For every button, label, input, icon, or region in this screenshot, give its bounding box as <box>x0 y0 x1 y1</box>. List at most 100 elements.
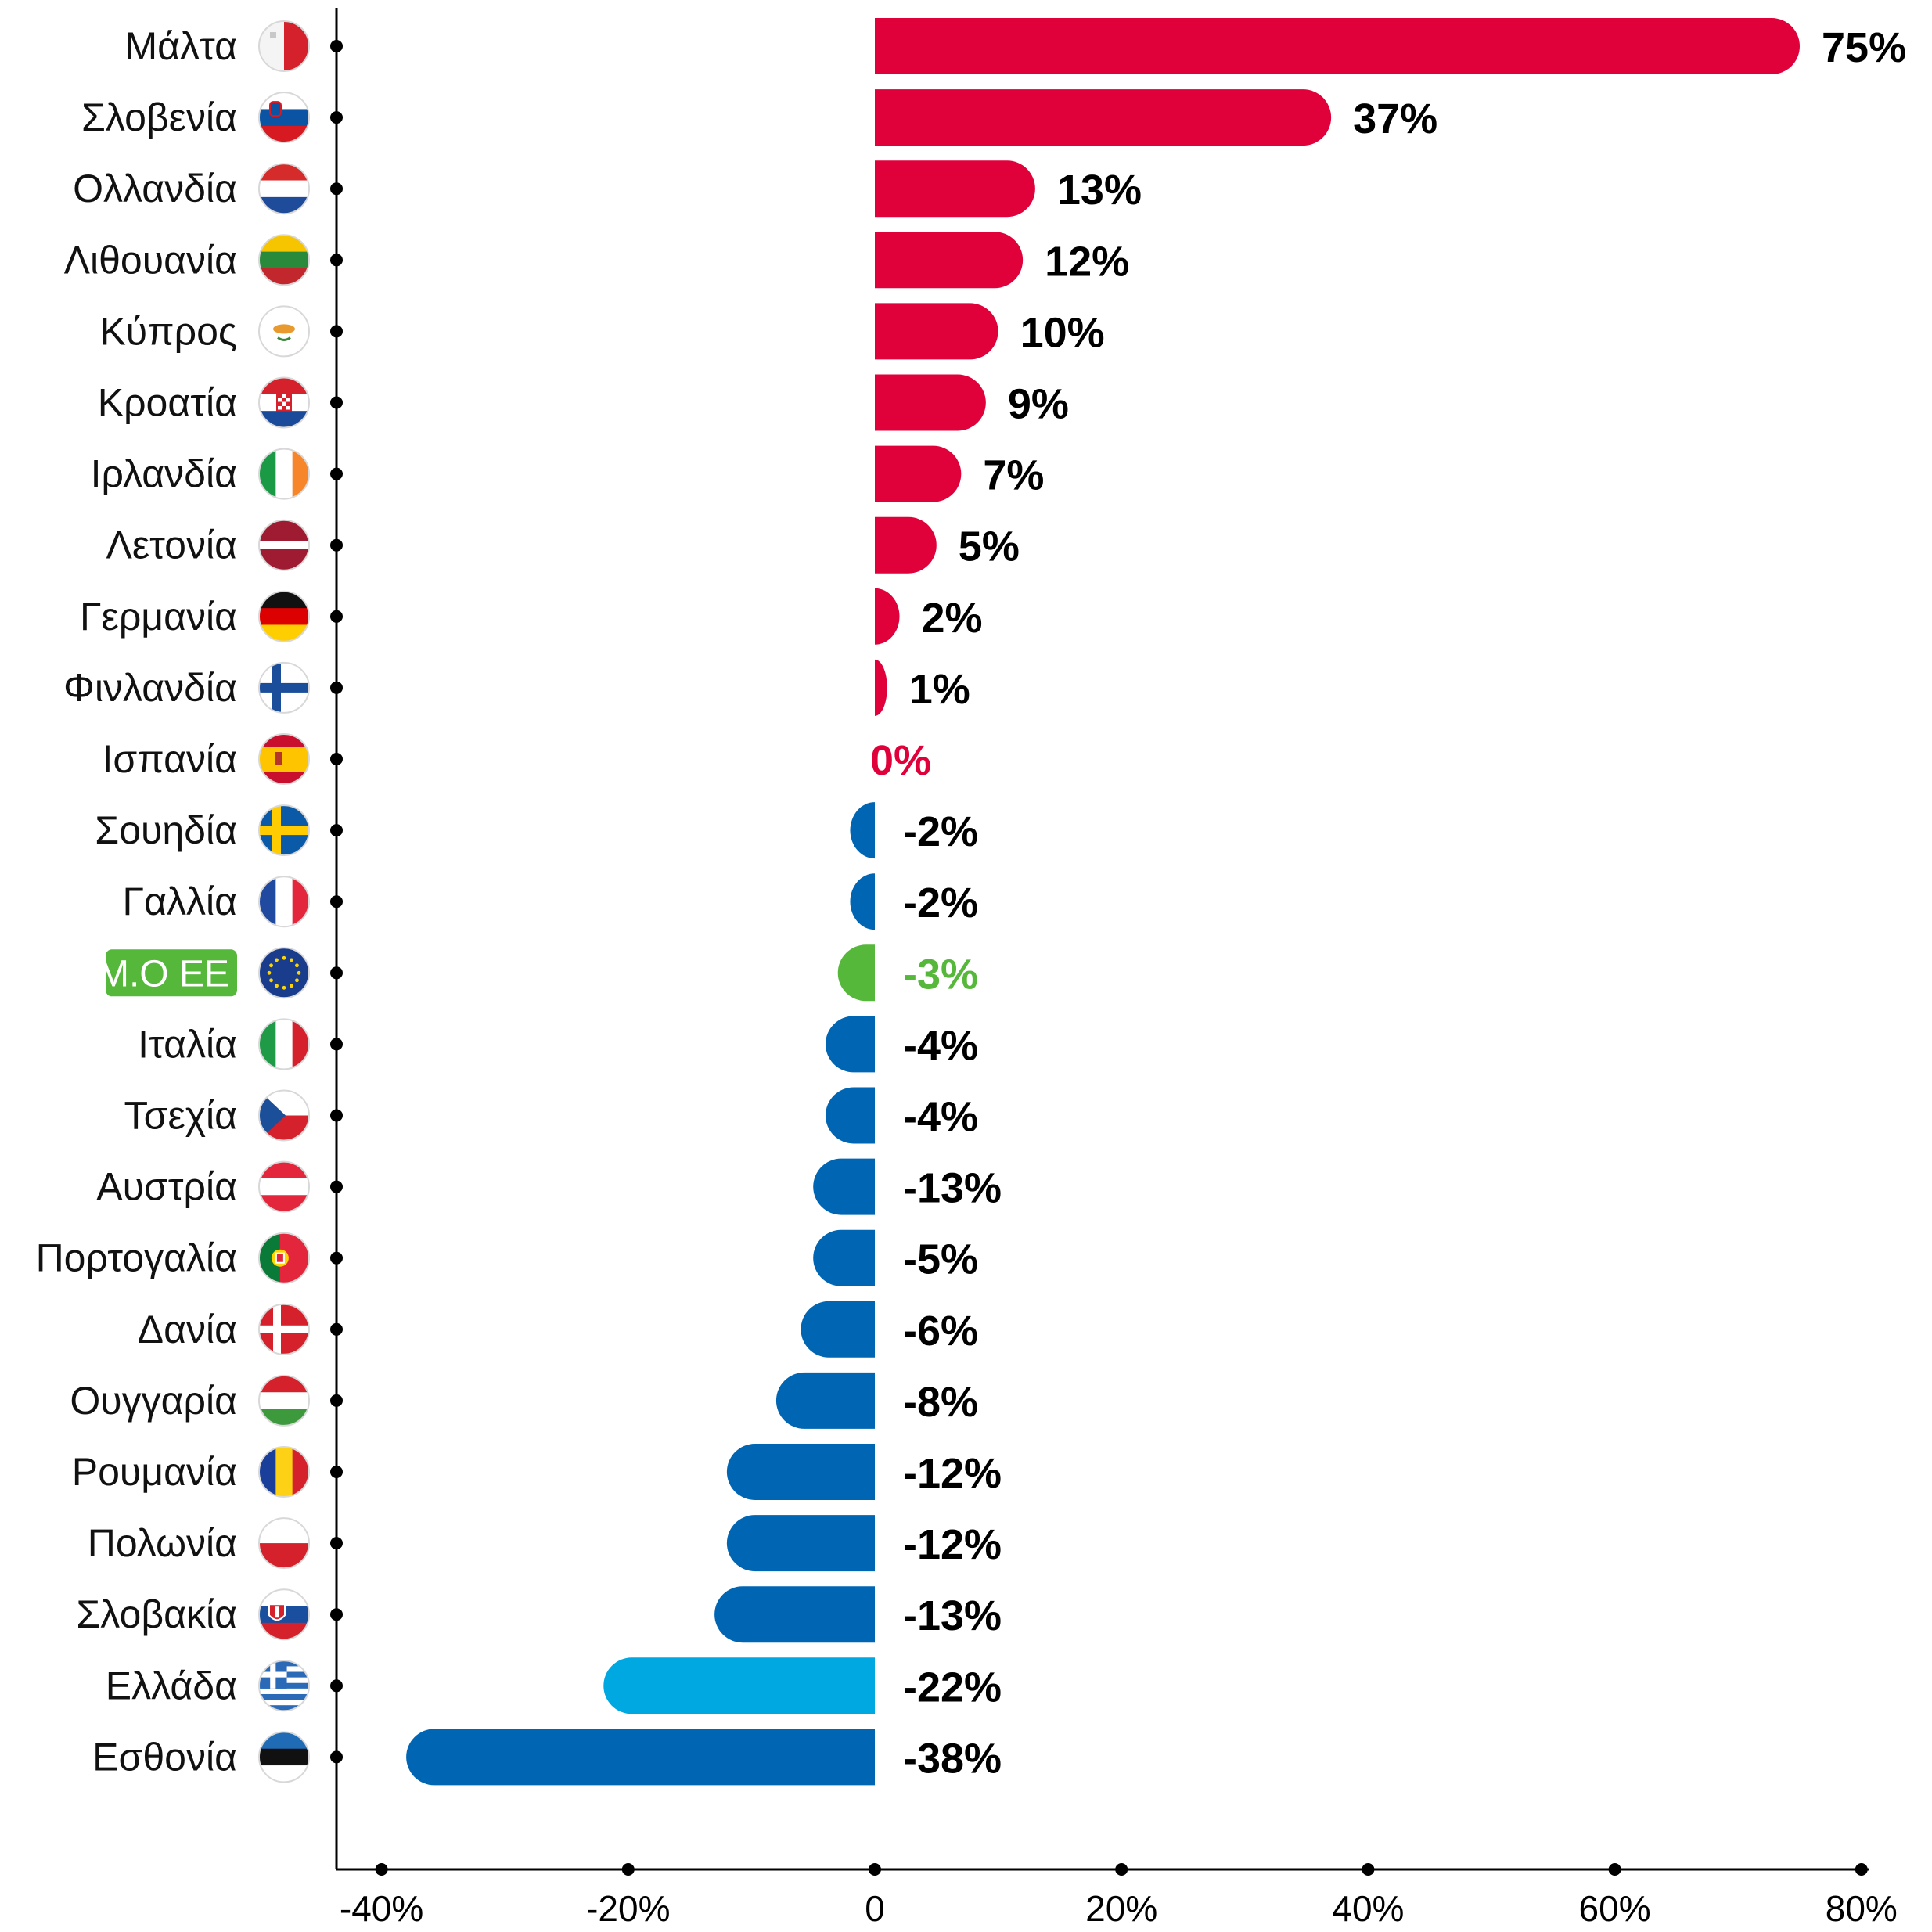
x-tick-dot <box>1115 1863 1128 1876</box>
category-label: Πορτογαλία <box>36 1236 237 1280</box>
flag-stripe <box>259 235 309 253</box>
x-tick-dot <box>621 1863 635 1876</box>
bar <box>603 1657 875 1714</box>
flag-outline <box>258 376 310 429</box>
flag-outline <box>258 448 310 500</box>
latvia-flag-icon <box>259 520 309 570</box>
bar <box>726 1444 875 1500</box>
flag-stripe <box>259 180 309 198</box>
category-label: Ισπανία <box>103 737 237 781</box>
value-label: -2% <box>903 808 978 855</box>
flag-outline <box>258 519 310 571</box>
category-label: Εσθονία <box>92 1735 237 1779</box>
flag-detail <box>282 985 286 990</box>
category-label: Ολλανδία <box>73 167 237 210</box>
y-tick-dot <box>330 254 343 267</box>
flag-detail <box>273 324 295 334</box>
bar <box>875 445 962 502</box>
y-tick-dot <box>330 1608 343 1621</box>
x-tick-dot <box>1608 1863 1621 1876</box>
y-tick-dot <box>330 1109 343 1122</box>
flag-stripe <box>259 1688 309 1695</box>
flag-stripe <box>273 1304 281 1355</box>
flag-outline <box>258 1517 310 1570</box>
bar <box>875 160 1035 218</box>
bar <box>837 944 875 1002</box>
flag-stripe <box>259 1732 309 1750</box>
flag-detail <box>286 393 291 398</box>
category-label: Μ.Ο ΕΕ <box>98 953 229 995</box>
bar <box>850 873 875 930</box>
y-tick-dot <box>330 1251 343 1265</box>
flag-stripe <box>259 1392 309 1410</box>
flag-outline <box>258 876 310 928</box>
value-label: 12% <box>1045 238 1129 285</box>
y-tick-dot <box>330 681 343 694</box>
value-label: 75% <box>1822 24 1906 71</box>
value-label: -12% <box>903 1450 1002 1497</box>
flag-outline <box>258 1089 310 1142</box>
flag-stripe <box>272 662 281 713</box>
bar <box>875 516 937 574</box>
flag-detail <box>275 1606 279 1618</box>
flag-outline <box>258 661 310 714</box>
flag-detail <box>270 32 276 38</box>
flag-stripe <box>275 876 293 927</box>
flag-outline <box>258 590 310 642</box>
flag-stripe <box>259 826 309 836</box>
value-label: -13% <box>903 1165 1002 1212</box>
flag-stripe <box>284 21 309 71</box>
x-tick-label: 20% <box>1085 1888 1157 1929</box>
flag-detail <box>295 963 299 968</box>
flag-stripe <box>259 608 309 625</box>
value-label: 0% <box>870 737 931 784</box>
bar <box>875 89 1332 146</box>
category-label: Σλοβακία <box>76 1592 237 1636</box>
flag-stripe <box>259 164 309 182</box>
flag-stripe <box>259 1556 309 1569</box>
flag-stripe <box>259 1748 309 1766</box>
x-tick-label: 0 <box>865 1888 885 1929</box>
y-tick-dot <box>330 966 343 980</box>
average-label-background <box>106 949 237 997</box>
category-label: Μάλτα <box>124 24 237 68</box>
flag-detail <box>277 336 291 341</box>
category-label: Λιθουανία <box>64 238 237 282</box>
flag-stripe <box>259 1375 309 1393</box>
bar <box>850 802 875 859</box>
y-tick-dot <box>330 1322 343 1336</box>
bar <box>875 18 1800 74</box>
x-tick-label: 40% <box>1332 1888 1404 1929</box>
flag-detail <box>286 401 291 406</box>
bar <box>813 1158 875 1215</box>
flag-outline <box>258 1303 310 1355</box>
flag-outline <box>258 1731 310 1783</box>
flag-stripe <box>259 1700 309 1706</box>
value-label: 7% <box>983 452 1044 499</box>
x-tick-dot <box>1855 1863 1868 1876</box>
value-label: -38% <box>903 1735 1002 1782</box>
bar <box>875 659 887 716</box>
y-tick-dot <box>330 824 343 837</box>
y-tick-dot <box>330 1466 343 1478</box>
y-tick-dot <box>330 40 343 52</box>
category-label: Σλοβενία <box>81 95 237 139</box>
flag-detail <box>290 958 293 962</box>
flag-stripe <box>259 109 309 127</box>
flag-detail <box>295 978 299 983</box>
flag-stripe <box>259 1693 309 1700</box>
flag-stripe <box>275 448 293 499</box>
flag-detail <box>267 970 272 975</box>
flag-stripe <box>259 251 309 269</box>
flag-stripe <box>259 541 309 549</box>
flag-stripe <box>259 1531 309 1544</box>
y-tick-dot <box>330 1180 343 1193</box>
flag-detail <box>277 401 282 406</box>
category-label: Ιταλία <box>138 1022 237 1066</box>
sweden-flag-icon <box>259 805 309 856</box>
value-label: -22% <box>903 1664 1002 1711</box>
flag-detail <box>277 393 282 398</box>
flag-outline <box>258 947 310 999</box>
